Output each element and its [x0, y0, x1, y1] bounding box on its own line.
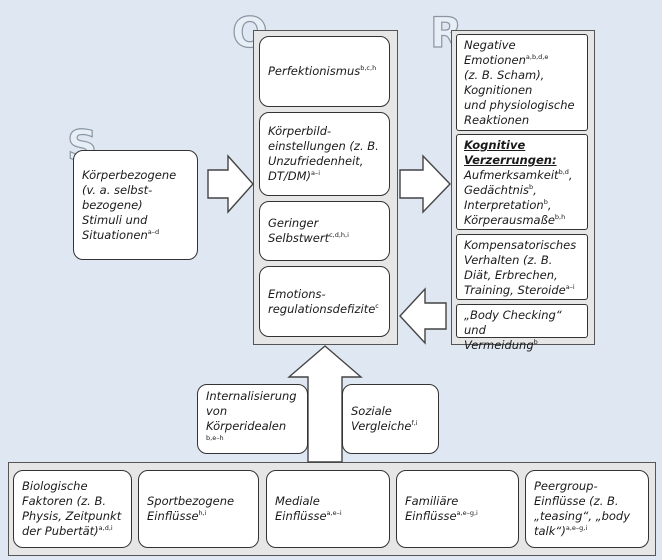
sportbezogene-einfluesse-box: Sportbezogene Einflüsseh,i — [138, 470, 259, 548]
selbstwert-box: Geringer Selbstwertc,d,h,i — [259, 201, 390, 261]
negative-emotionen-box: Negative Emotionena,b,d,e (z. B. Scham),… — [456, 34, 588, 131]
peergroup-einfluesse-box: Peergroup- Einflüsse (z. B. „teasing“, „… — [525, 470, 649, 548]
emotion-box: Emotions- regulationsdefizitec — [259, 266, 390, 337]
arrow-o-to-r — [399, 154, 451, 214]
kompensatorisch-box: Kompensatorisches Verhalten (z. B. Diät,… — [456, 234, 588, 300]
biologische-faktoren-box: Biologische Faktoren (z. B. Physis, Zeit… — [13, 470, 132, 548]
vergleiche-box: Soziale Vergleichef,i — [342, 384, 439, 454]
familiaere-einfluesse-box: Familiäre Einflüssea,e–g,i — [396, 470, 519, 548]
mediale-einfluesse-box: Mediale Einflüssea,e–i — [266, 470, 390, 548]
stimulus-box: Körperbezogene (v. a. selbst- bezogene) … — [73, 150, 198, 260]
kognitive-verzerrungen-box: Kognitive Verzerrungen: Aufmerksamkeitb,… — [456, 134, 588, 230]
koerperbild-box: Körperbild- einstellungen (z. B. Unzufri… — [259, 112, 390, 196]
perfektionismus-box: Perfektionismusb,c,h — [259, 36, 390, 107]
body-checking-box: „Body Checking“ und Vermeidungb — [456, 304, 588, 352]
arrow-s-to-o — [207, 154, 254, 214]
arrow-r-to-o — [399, 287, 447, 345]
internalisierung-box: Internalisierung von Körperidealen b,e–h — [197, 384, 308, 454]
